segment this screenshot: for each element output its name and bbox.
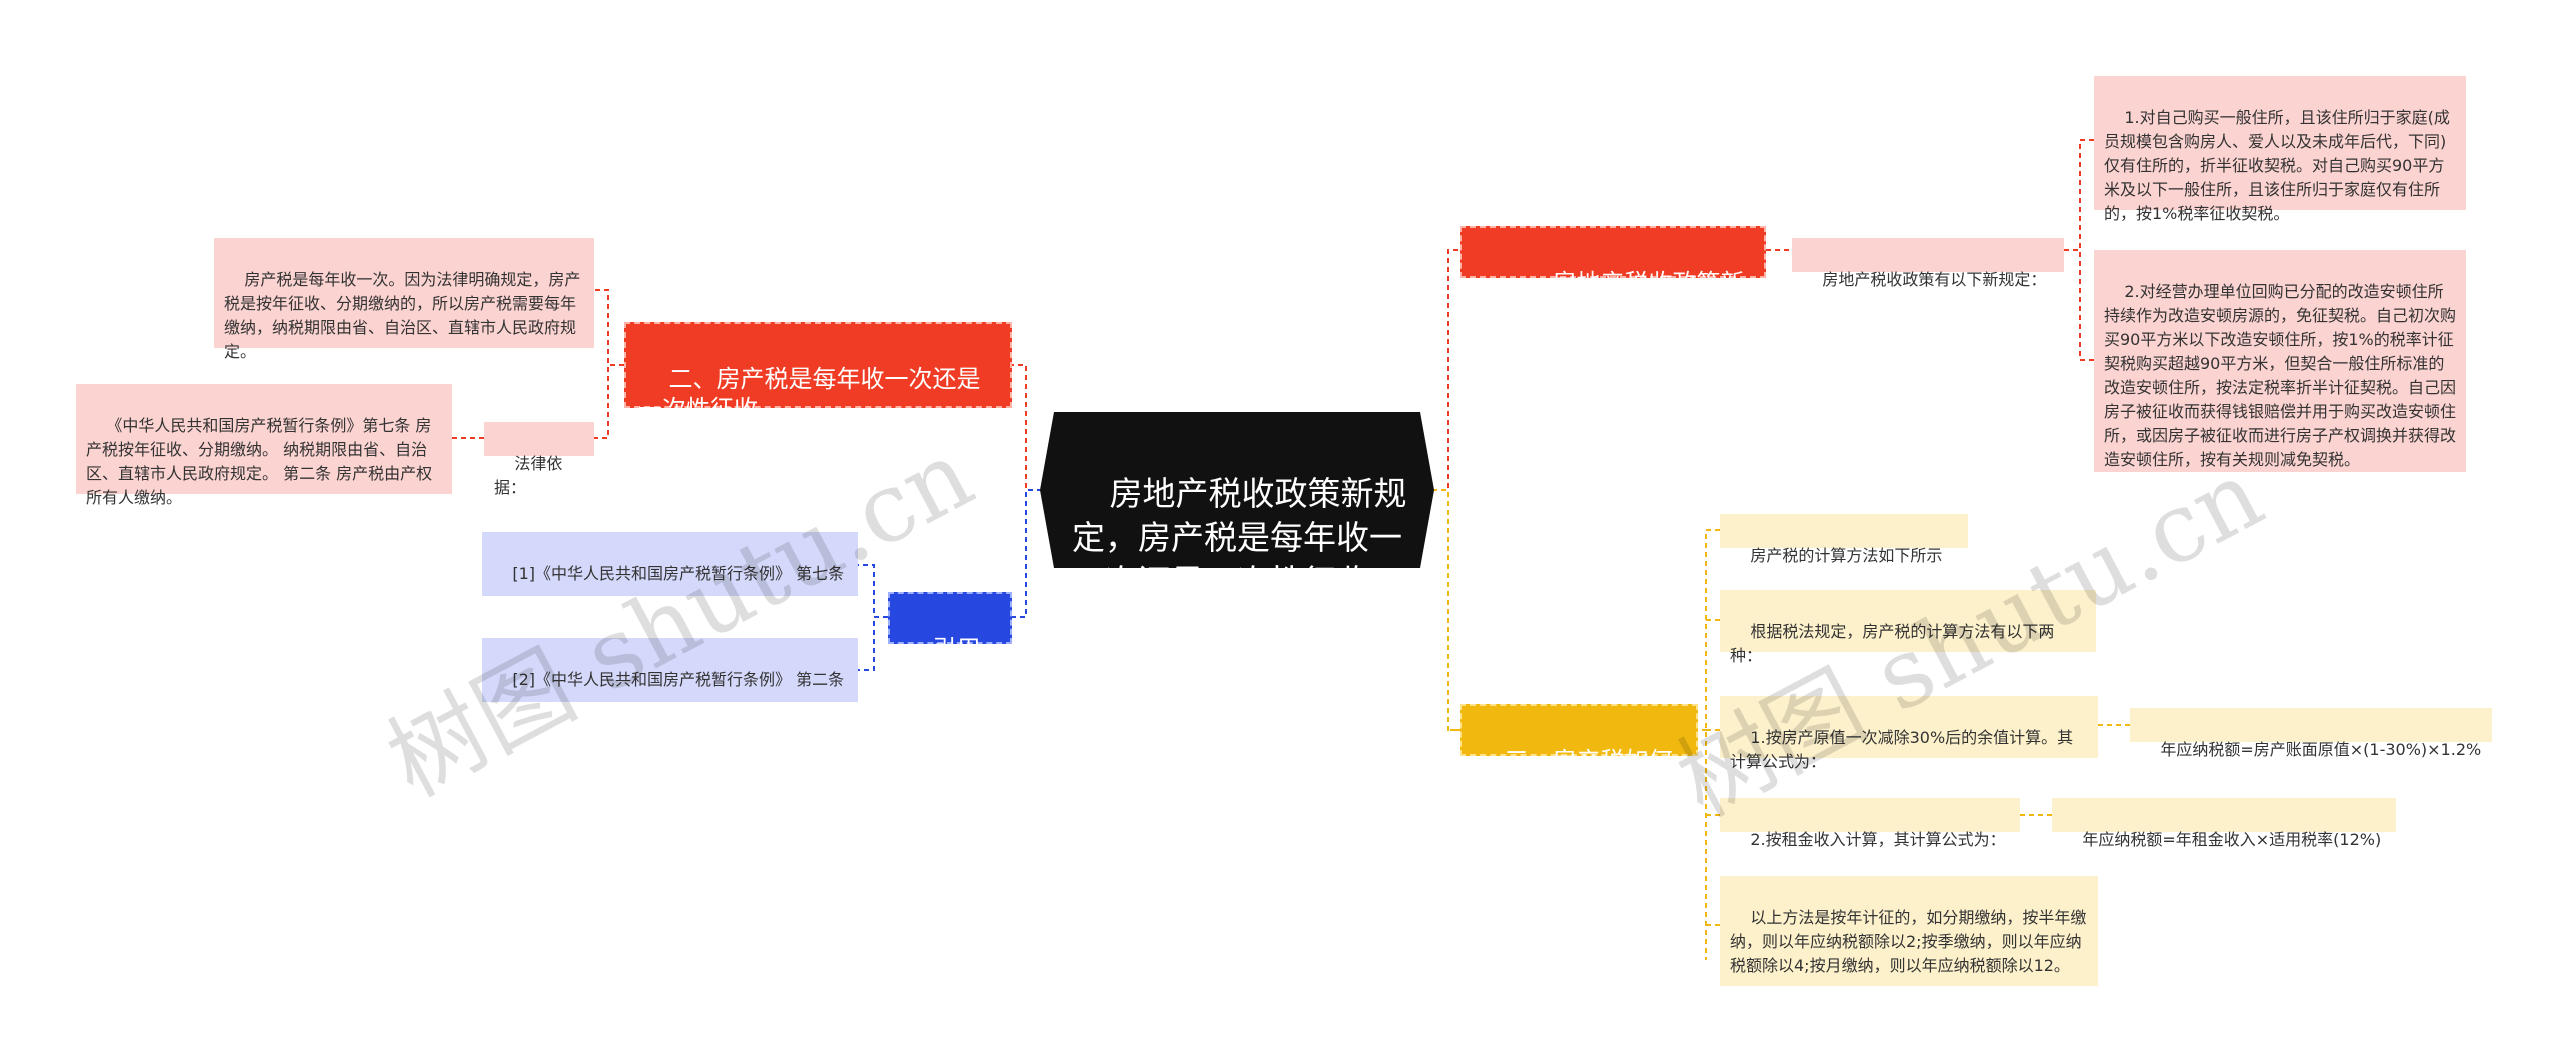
cited-law-2-text: [2]《中华人民共和国房产税暂行条例》 第二条 [512, 670, 845, 689]
calc-item-2[interactable]: 根据税法规定，房产税的计算方法有以下两种： [1720, 590, 2096, 665]
policy-item-2[interactable]: 2.对经营办理单位回购已分配的改造安顿住所持续作为改造安顿房源的，免征契税。自己… [2094, 250, 2466, 472]
calc-item-5[interactable]: 以上方法是按年计征的，如分期缴纳，按半年缴纳，则以年应纳税额除以2;按季缴纳，则… [1720, 876, 2098, 986]
policy-intro[interactable]: 房地产税收政策有以下新规定： [1792, 238, 2064, 289]
legal-basis-text[interactable]: 《中华人民共和国房产税暂行条例》第七条 房产税按年征收、分期缴纳。 纳税期限由省… [76, 384, 452, 507]
policy-intro-text: 房地产税收政策有以下新规定： [1822, 270, 2047, 289]
link-root-branch2 [1012, 364, 1042, 491]
branch-cited-laws[interactable]: 引用法条 [888, 592, 1012, 693]
legal-basis-text-content: 《中华人民共和国房产税暂行条例》第七条 房产税按年征收、分期缴纳。 纳税期限由省… [86, 416, 433, 507]
branch-annual-collection[interactable]: 二、房产税是每年收一次还是一次性征收 [624, 322, 1012, 423]
policy-item-2-text: 2.对经营办理单位回购已分配的改造安顿住所持续作为改造安顿房源的，免征契税。自己… [2104, 282, 2457, 469]
policy-item-1-text: 1.对自己购买一般住所，且该住所归于家庭(成员规模包含购房人、爱人以及未成年后代… [2104, 108, 2450, 223]
calc-item-1[interactable]: 房产税的计算方法如下所示 [1720, 514, 1968, 565]
link-branch2-desc [594, 289, 624, 366]
link-intro-item1 [2064, 139, 2094, 251]
calc-formula-2[interactable]: 年应纳税额=年租金收入×适用税率(12%) [2052, 798, 2396, 849]
annual-collection-desc[interactable]: 房产税是每年收一次。因为法律明确规定，房产税是按年征收、分期缴纳的，所以房产税需… [214, 238, 594, 361]
legal-basis-label-text: 法律依据： [494, 454, 563, 497]
cited-law-2[interactable]: [2]《中华人民共和国房产税暂行条例》 第二条 [482, 638, 858, 702]
branch-policy-rules[interactable]: 一、房地产税收政策新规定 [1460, 226, 1766, 327]
branch-cited-laws-label: 引用法条 [902, 635, 981, 693]
link-root-branch1 [1432, 249, 1462, 491]
annual-collection-desc-text: 房产税是每年收一次。因为法律明确规定，房产税是按年征收、分期缴纳的，所以房产税需… [224, 270, 581, 361]
calc-item-3[interactable]: 1.按房产原值一次减除30%后的余值计算。其计算公式为： [1720, 696, 2098, 771]
policy-item-1[interactable]: 1.对自己购买一般住所，且该住所归于家庭(成员规模包含购房人、爱人以及未成年后代… [2094, 76, 2466, 223]
root-topic[interactable]: 房地产税收政策新规定，房产税是每年收一次还是一次性征收 [1040, 412, 1434, 568]
calc-formula-2-text: 年应纳税额=年租金收入×适用税率(12%) [2082, 830, 2382, 849]
calc-item-5-text: 以上方法是按年计征的，如分期缴纳，按半年缴纳，则以年应纳税额除以2;按季缴纳，则… [1730, 908, 2087, 975]
link-branch4-items [1450, 529, 1720, 960]
link-branch3-item2 [858, 616, 888, 671]
link-branch3-item1 [858, 564, 888, 618]
calc-item-4[interactable]: 2.按租金收入计算，其计算公式为： [1720, 798, 2020, 849]
branch-annual-collection-label: 二、房产税是每年收一次还是一次性征收 [638, 365, 981, 423]
calc-item-4-text: 2.按租金收入计算，其计算公式为： [1750, 830, 2006, 849]
legal-basis-label[interactable]: 法律依据： [484, 422, 594, 497]
link-root-branch4 [1432, 489, 1462, 731]
calc-item-3-text: 1.按房产原值一次减除30%后的余值计算。其计算公式为： [1730, 728, 2074, 771]
link-root-branch3 [1012, 489, 1042, 618]
cited-law-1[interactable]: [1]《中华人民共和国房产税暂行条例》 第七条 [482, 532, 858, 596]
calc-formula-1[interactable]: 年应纳税额=房产账面原值×(1-30%)×1.2% [2130, 708, 2492, 759]
link-intro-item2 [2064, 249, 2094, 361]
branch-calculation[interactable]: 三、房产税如何计算 [1460, 704, 1698, 805]
calc-item-1-text: 房产税的计算方法如下所示 [1750, 546, 1943, 565]
link-branch2-law [594, 364, 624, 439]
cited-law-1-text: [1]《中华人民共和国房产税暂行条例》 第七条 [512, 564, 845, 583]
calc-item-2-text: 根据税法规定，房产税的计算方法有以下两种： [1730, 622, 2055, 665]
calc-formula-1-text: 年应纳税额=房产账面原值×(1-30%)×1.2% [2160, 740, 2482, 759]
branch-policy-rules-label: 一、房地产税收政策新规定 [1474, 269, 1745, 327]
branch-calculation-label: 三、房产税如何计算 [1474, 747, 1673, 805]
